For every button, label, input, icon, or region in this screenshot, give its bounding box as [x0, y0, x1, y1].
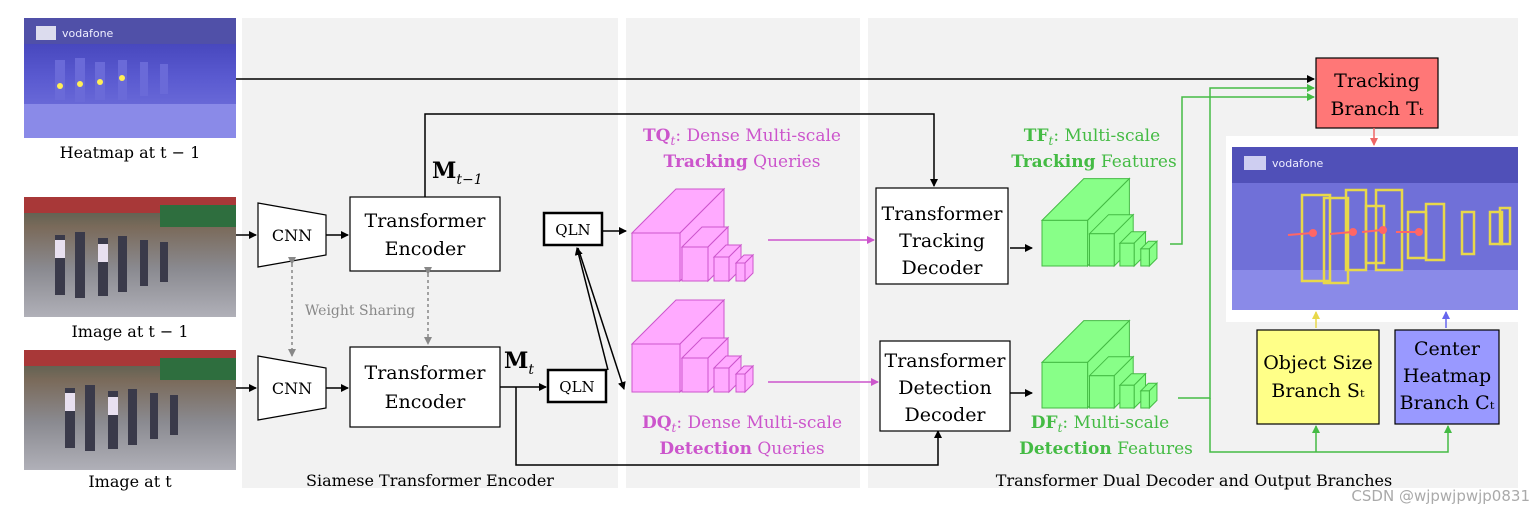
- tracking-feature-pyramid: [1040, 177, 1159, 268]
- svg-text:Branch Sₜ: Branch Sₜ: [1271, 380, 1365, 402]
- memory-prev-label: Mt−1: [432, 158, 483, 188]
- decoder-section-title: Transformer Dual Decoder and Output Bran…: [996, 471, 1392, 490]
- watermark: CSDN @wjpwjpwjp0831: [1351, 487, 1530, 505]
- tracking-decoder: Transformer Tracking Decoder: [875, 187, 1009, 285]
- detection-decoder: Transformer Detection Decoder: [879, 340, 1011, 432]
- encoder-top: Transformer Encoder: [349, 196, 501, 272]
- pyramid-level-4: [1139, 382, 1159, 410]
- memory-curr-label: Mt: [504, 348, 534, 378]
- tracking-branch: Tracking Branch Tₜ: [1315, 57, 1439, 129]
- cnn-bottom: CNN: [257, 355, 327, 421]
- svg-text:Detection: Detection: [898, 377, 991, 399]
- encoder-section-title: Siamese Transformer Encoder: [306, 471, 554, 490]
- input-arrows: [236, 75, 1315, 466]
- svg-text:Transformer: Transformer: [885, 350, 1007, 372]
- image-curr-caption: Image at t: [88, 472, 172, 491]
- tracking-query-pyramid: [630, 187, 755, 283]
- detection-features-label: DFt: Multi-scale: [1031, 413, 1169, 435]
- svg-text:Decoder: Decoder: [904, 404, 986, 426]
- svg-text:Transformer: Transformer: [365, 210, 487, 232]
- image-prev-caption: Image at t − 1: [71, 322, 188, 341]
- svg-text:Tracking: Tracking: [1334, 70, 1420, 92]
- svg-text:QLN: QLN: [559, 378, 594, 396]
- qln-bottom: QLN: [546, 368, 608, 404]
- detection-queries-label-2: Detection Queries: [659, 439, 824, 459]
- svg-text:Decoder: Decoder: [901, 257, 983, 279]
- svg-text:Tracking: Tracking: [899, 230, 985, 252]
- heatmap-prev-caption: Heatmap at t − 1: [60, 143, 201, 162]
- object-size-branch: Object Size Branch Sₜ: [1256, 329, 1380, 425]
- heatmap-prev-image: vodafone: [24, 18, 236, 138]
- detection-queries-label: DQt: Dense Multi-scale: [642, 413, 842, 435]
- detection-feature-pyramid: [1040, 319, 1159, 410]
- image-prev: [24, 197, 236, 317]
- svg-text:CNN: CNN: [272, 379, 312, 398]
- cnn-top: CNN: [257, 202, 327, 268]
- pyramid-level-3: [712, 354, 743, 394]
- shop-sign-label: vodafone: [62, 27, 114, 40]
- center-heatmap-branch: Center Heatmap Branch Cₜ: [1394, 329, 1500, 425]
- detection-features-label-2: Detection Features: [1019, 439, 1193, 459]
- output-shop-sign-label: vodafone: [1272, 157, 1324, 170]
- image-curr: [24, 350, 236, 470]
- qln-top: QLN: [542, 211, 604, 247]
- encoder-bottom: Transformer Encoder: [349, 346, 501, 428]
- output-image: vodafone: [1232, 147, 1518, 310]
- svg-text:Object Size: Object Size: [1263, 352, 1373, 374]
- svg-text:Transformer: Transformer: [365, 362, 487, 384]
- svg-text:Encoder: Encoder: [385, 238, 467, 260]
- svg-text:Center: Center: [1414, 338, 1481, 360]
- svg-text:Transformer: Transformer: [882, 203, 1004, 225]
- tracking-features-label-2: Tracking Features: [1011, 152, 1176, 172]
- svg-text:Branch Cₜ: Branch Cₜ: [1400, 392, 1495, 414]
- svg-text:Encoder: Encoder: [385, 391, 467, 413]
- weight-sharing-label: Weight Sharing: [305, 303, 415, 319]
- tracking-queries-label: TQt: Dense Multi-scale: [643, 126, 841, 148]
- pyramid-level-4: [734, 364, 755, 394]
- detection-query-pyramid: [630, 298, 755, 394]
- tracking-features-label: TFt: Multi-scale: [1024, 126, 1160, 148]
- tracking-queries-label-2: Tracking Queries: [664, 152, 821, 172]
- pyramid-level-4: [734, 253, 755, 283]
- feature-routing-lines: [1170, 84, 1452, 453]
- svg-text:QLN: QLN: [555, 221, 590, 239]
- svg-text:Branch Tₜ: Branch Tₜ: [1331, 98, 1424, 120]
- svg-text:CNN: CNN: [272, 226, 312, 245]
- pyramid-level-4: [1139, 240, 1159, 268]
- svg-text:Heatmap: Heatmap: [1403, 365, 1491, 387]
